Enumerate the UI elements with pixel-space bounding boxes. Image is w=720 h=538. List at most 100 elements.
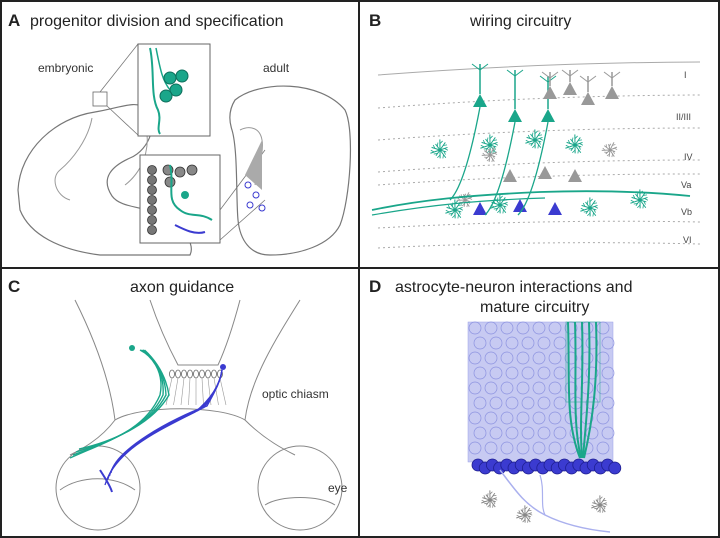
astrocyte-green-arm bbox=[431, 146, 441, 151]
panel-d-title-line2: mature circuitry bbox=[480, 299, 589, 316]
panel-a-adult-label: adult bbox=[263, 61, 290, 75]
astrocyte-green-branch bbox=[437, 154, 441, 159]
layer-label: Vb bbox=[681, 207, 692, 217]
pyramidal-green-soma bbox=[473, 94, 487, 107]
pyramidal-blue-soma bbox=[513, 199, 527, 212]
pyramidal-gray bbox=[603, 71, 621, 99]
astrocyte-green-branch bbox=[532, 144, 536, 149]
glia-cell-body bbox=[193, 369, 199, 379]
astrocyte-mesh-cell bbox=[484, 441, 498, 455]
gray-astrocyte bbox=[481, 490, 498, 508]
astrocyte-green-branch bbox=[439, 140, 443, 144]
layer-boundary bbox=[377, 127, 701, 141]
astrocyte-green-branch bbox=[504, 203, 509, 206]
axon-tract bbox=[371, 190, 691, 211]
gray-astrocyte-branch bbox=[524, 506, 528, 510]
blue-neuron-soma bbox=[608, 461, 622, 475]
astrocyte-green-branch bbox=[528, 143, 533, 145]
gray-astrocyte-arm bbox=[489, 499, 496, 508]
astrocyte-gray-branch bbox=[602, 147, 606, 151]
astrocyte-gray-branch bbox=[612, 144, 616, 146]
astrocyte-green-branch bbox=[580, 207, 585, 211]
astrocyte-mesh-cell bbox=[548, 381, 562, 395]
pyramidal-gray-soma bbox=[581, 92, 595, 105]
glia-cell-body bbox=[175, 369, 181, 379]
astrocyte-mesh-cell bbox=[601, 336, 615, 350]
gray-astrocyte-branch bbox=[603, 505, 606, 510]
progenitor-cluster bbox=[159, 69, 189, 103]
descending-axon bbox=[484, 121, 516, 216]
astrocyte-green-arm bbox=[446, 206, 456, 211]
astrocyte-green-arm bbox=[439, 149, 447, 153]
astrocyte-green-branch bbox=[499, 195, 503, 199]
astrocyte-green-arm bbox=[534, 132, 541, 141]
astrocyte-green-branch bbox=[589, 198, 593, 202]
astrocyte-mesh-cell bbox=[516, 441, 530, 455]
astrocyte-green-arm bbox=[639, 196, 648, 201]
gray-astrocyte-branch bbox=[492, 504, 494, 508]
pyramidal-gray-deep-soma bbox=[503, 169, 517, 182]
astrocyte-green-branch bbox=[577, 149, 579, 154]
astrocyte-green-branch bbox=[493, 145, 496, 150]
zoom-line-adult-bottom bbox=[219, 199, 266, 241]
axon-tract-2 bbox=[371, 197, 546, 216]
gray-astrocyte-arm bbox=[485, 494, 491, 501]
progenitor-cell bbox=[175, 69, 189, 83]
astrocyte-mesh-cell bbox=[564, 351, 578, 365]
astrocyte-green-branch bbox=[537, 144, 539, 149]
astrocyte-green-arm bbox=[534, 139, 542, 143]
astrocyte-gray-branch bbox=[491, 158, 493, 163]
gray-dividing-cell bbox=[174, 166, 186, 178]
astrocyte-green-branch bbox=[482, 139, 486, 144]
chiasm-left-outline bbox=[69, 299, 116, 456]
progenitor-cell bbox=[169, 83, 183, 97]
gray-astrocyte-branch bbox=[518, 510, 521, 514]
astrocyte-mesh-cell bbox=[473, 336, 487, 350]
radial-glia-fiber bbox=[149, 47, 161, 135]
panel-a-letter: A bbox=[8, 11, 20, 30]
astrocyte-green-arm bbox=[435, 143, 441, 151]
astrocyte-mesh-cell bbox=[580, 351, 594, 365]
astrocyte-green-branch bbox=[571, 137, 574, 142]
panel-d: D astrocyte-neuron interactions and matu… bbox=[369, 277, 632, 533]
pyramidal-gray-tuft bbox=[561, 69, 571, 77]
astrocyte-green-arm bbox=[589, 207, 597, 211]
gray-astrocyte-branch bbox=[527, 509, 532, 512]
astrocyte-gray-branch bbox=[457, 197, 461, 201]
astrocyte-green-arm bbox=[499, 201, 508, 206]
astrocyte-green-branch bbox=[538, 134, 543, 136]
gray-astrocyte-arm bbox=[595, 504, 601, 511]
panel-b-title: wiring circuitry bbox=[469, 13, 571, 30]
astrocyte-green-branch bbox=[445, 209, 450, 213]
gray-astrocyte-branch bbox=[597, 498, 599, 502]
progenitor-cell bbox=[163, 71, 177, 85]
green-daughter-cell bbox=[181, 191, 189, 199]
gray-astrocyte-branch bbox=[516, 514, 520, 518]
gray-progenitor bbox=[147, 165, 157, 175]
green-ipsilateral-axon bbox=[75, 349, 167, 453]
astrocyte-green-branch bbox=[565, 144, 570, 148]
gray-astrocyte-branch bbox=[493, 500, 496, 505]
astrocyte-gray-arm bbox=[464, 199, 471, 203]
green-ipsilateral-axon bbox=[78, 349, 170, 450]
layer-label: Va bbox=[681, 180, 691, 190]
astrocyte-green-branch bbox=[497, 209, 501, 214]
progenitor-cell bbox=[159, 89, 173, 103]
gray-astrocyte-branch bbox=[519, 517, 523, 520]
pyramidal-gray-tuft bbox=[579, 75, 589, 83]
astrocyte-green-branch bbox=[636, 192, 639, 197]
pyramidal-green-tuft bbox=[514, 69, 524, 77]
astrocyte-mesh-cell bbox=[564, 381, 578, 395]
green-dendrite bbox=[567, 321, 581, 459]
astrocyte-green-arm bbox=[499, 204, 507, 214]
astrocyte-green-arm bbox=[585, 207, 591, 215]
pyramidal-gray-soma bbox=[605, 86, 619, 99]
gray-astrocyte-branch bbox=[594, 507, 598, 510]
gray-astrocyte-branch bbox=[527, 519, 529, 523]
pyramidal-gray bbox=[541, 71, 559, 99]
astrocyte-green-arm bbox=[574, 144, 582, 148]
gray-astrocyte-branch bbox=[489, 491, 493, 495]
astrocyte-green-branch bbox=[459, 208, 464, 211]
astrocyte-green-branch bbox=[433, 153, 438, 155]
layer-boundary bbox=[377, 173, 701, 186]
